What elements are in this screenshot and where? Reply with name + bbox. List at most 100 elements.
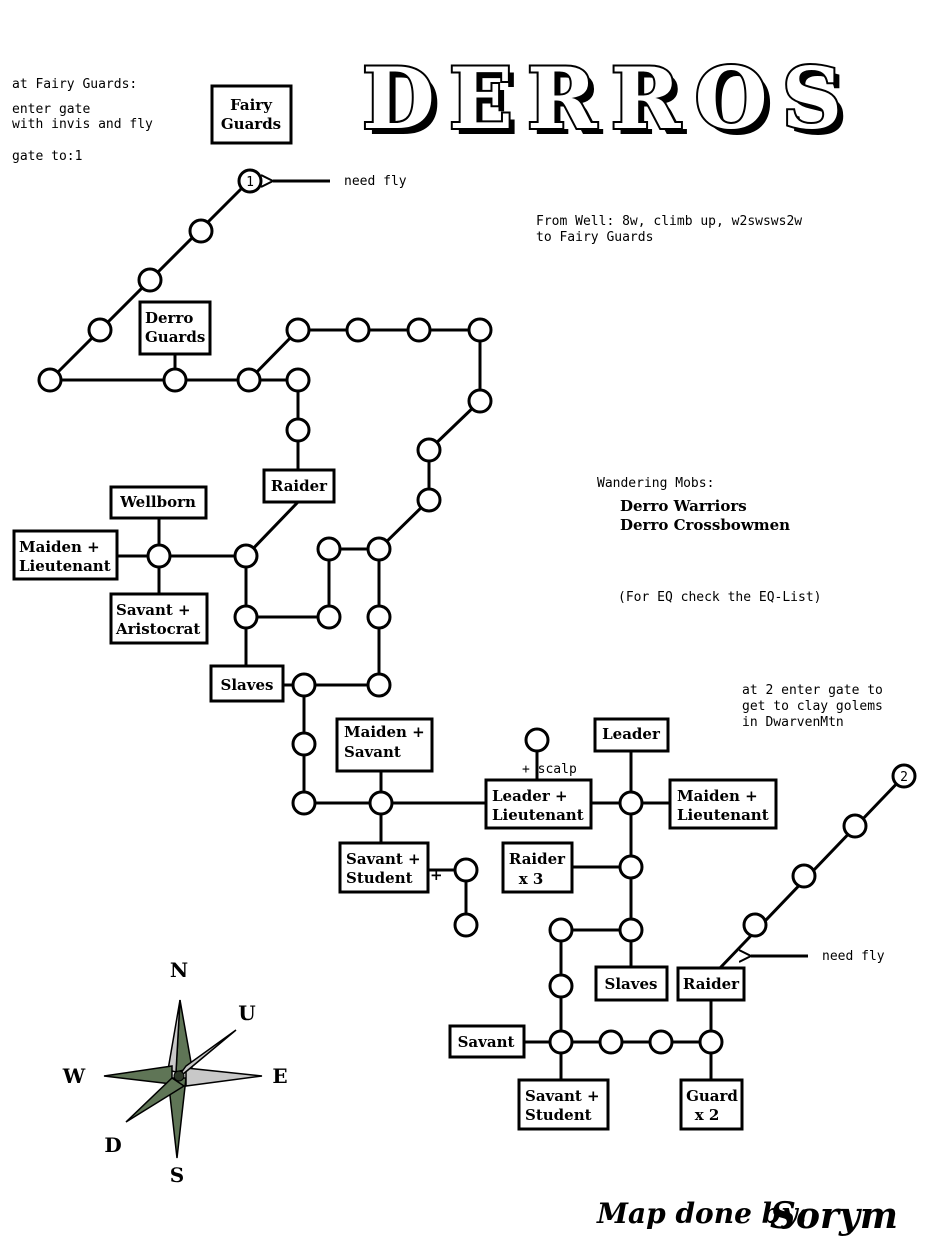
room-node — [366, 604, 392, 630]
need-fly-label: need fly — [822, 949, 885, 964]
gate-1: 1 — [237, 168, 263, 194]
room-leader-lieutenant: Leader + Lieutenant — [484, 778, 593, 830]
room-node — [366, 536, 392, 562]
note-line: Wandering Mobs: — [597, 476, 714, 491]
svg-text:Fairy: Fairy — [230, 96, 273, 114]
svg-text:Slaves: Slaves — [605, 975, 658, 993]
room-node — [548, 973, 574, 999]
room-node — [791, 863, 817, 889]
svg-text:Maiden +: Maiden + — [344, 723, 425, 741]
svg-text:Lieutenant: Lieutenant — [492, 806, 584, 824]
room-node — [618, 790, 644, 816]
note-line: gate to:1 — [12, 149, 82, 164]
scalp-label: + scalp — [522, 762, 577, 777]
compass-letter-s: S — [170, 1163, 184, 1187]
svg-text:Student: Student — [346, 869, 413, 887]
svg-text:Savant: Savant — [458, 1033, 515, 1051]
author-signature: Sorym — [770, 1195, 898, 1237]
compass-letter-u: U — [238, 1001, 255, 1025]
room-node — [345, 317, 371, 343]
svg-text:Savant: Savant — [344, 743, 401, 761]
room-node — [742, 912, 768, 938]
compass-rose: N E S W U D — [62, 958, 288, 1187]
note-line: with invis and fly — [12, 117, 153, 132]
gate-number: 2 — [900, 770, 908, 785]
map-title-text: DERROS — [362, 49, 856, 148]
room-node — [285, 367, 311, 393]
svg-text:Guards: Guards — [221, 115, 281, 133]
room-node — [467, 317, 493, 343]
scalp-room-node — [524, 727, 550, 753]
room-node — [233, 543, 259, 569]
room-savant-aristocrat: Savant + Aristocrat — [109, 592, 209, 645]
room-node — [467, 388, 493, 414]
room-maiden-lieutenant-east: Maiden + Lieutenant — [668, 778, 778, 830]
svg-text:Maiden +: Maiden + — [19, 538, 100, 556]
wandering-mobs-note: Wandering Mobs: Derro Warriors Derro Cro… — [597, 476, 790, 534]
svg-text:Savant +: Savant + — [525, 1087, 600, 1105]
room-raider-x3: Raider x 3 — [501, 841, 574, 894]
svg-text:Leader: Leader — [602, 725, 661, 743]
note-line: get to clay golems — [742, 699, 883, 714]
compass-letter-n: N — [170, 958, 188, 982]
note-line: enter gate — [12, 102, 90, 117]
room-node — [188, 218, 214, 244]
compass-center — [173, 1070, 185, 1082]
plus-sign: + — [430, 866, 443, 884]
room-node — [406, 317, 432, 343]
room-maiden-savant: Maiden + Savant — [335, 717, 434, 773]
room-node — [236, 367, 262, 393]
svg-text:Savant +: Savant + — [346, 850, 421, 868]
compass-point-west — [103, 1065, 173, 1085]
room-node — [416, 437, 442, 463]
gate-2-note: at 2 enter gate to get to clay golems in… — [742, 683, 883, 730]
room-node — [548, 1029, 574, 1055]
room-wellborn: Wellborn — [109, 485, 208, 520]
room-node — [598, 1029, 624, 1055]
directions-note: From Well: 8w, climb up, w2swsws2w to Fa… — [536, 214, 802, 245]
room-node — [648, 1029, 674, 1055]
room-derro-guards: Derro Guards — [138, 300, 212, 356]
room-node — [87, 317, 113, 343]
room-node — [698, 1029, 724, 1055]
svg-text:Wellborn: Wellborn — [119, 493, 196, 511]
room-maiden-lieutenant: Maiden + Lieutenant — [12, 529, 119, 581]
eq-note: (For EQ check the EQ-List) — [618, 590, 822, 605]
svg-text:Raider: Raider — [271, 477, 328, 495]
room-node — [416, 487, 442, 513]
svg-text:Guards: Guards — [145, 328, 205, 346]
svg-text:Aristocrat: Aristocrat — [115, 620, 200, 638]
room-slaves-south: Slaves — [594, 965, 669, 1002]
wandering-mob: Derro Crossbowmen — [620, 516, 790, 534]
room-savant: Savant — [448, 1024, 526, 1059]
room-node — [291, 790, 317, 816]
room-savant-student: Savant + Student — [338, 841, 430, 894]
note-line: to Fairy Guards — [536, 230, 653, 245]
room-node — [618, 917, 644, 943]
svg-text:Lieutenant: Lieutenant — [677, 806, 769, 824]
map-title-shadow: DERROS — [368, 55, 862, 154]
room-node — [453, 912, 479, 938]
note-line: From Well: 8w, climb up, w2swsws2w — [536, 214, 802, 229]
svg-text:Leader +: Leader + — [492, 787, 568, 805]
room-node — [453, 857, 479, 883]
svg-text:x 3: x 3 — [519, 870, 544, 888]
compass-letter-e: E — [272, 1064, 287, 1088]
compass-point-down — [125, 1077, 186, 1123]
wandering-mob: Derro Warriors — [620, 497, 747, 515]
gate-node — [891, 763, 917, 789]
svg-text:Derro: Derro — [145, 309, 193, 327]
room-raider-south: Raider — [676, 966, 746, 1002]
fairy-guards-note: at Fairy Guards: enter gate with invis a… — [12, 77, 153, 164]
room-node — [291, 731, 317, 757]
svg-text:Raider: Raider — [509, 850, 566, 868]
room-node — [37, 367, 63, 393]
room-node — [285, 317, 311, 343]
svg-text:Raider: Raider — [683, 975, 740, 993]
room-node — [548, 917, 574, 943]
compass-letter-d: D — [104, 1133, 121, 1157]
note-line: in DwarvenMtn — [742, 715, 844, 730]
credit-text: Map done by: — [596, 1197, 808, 1230]
